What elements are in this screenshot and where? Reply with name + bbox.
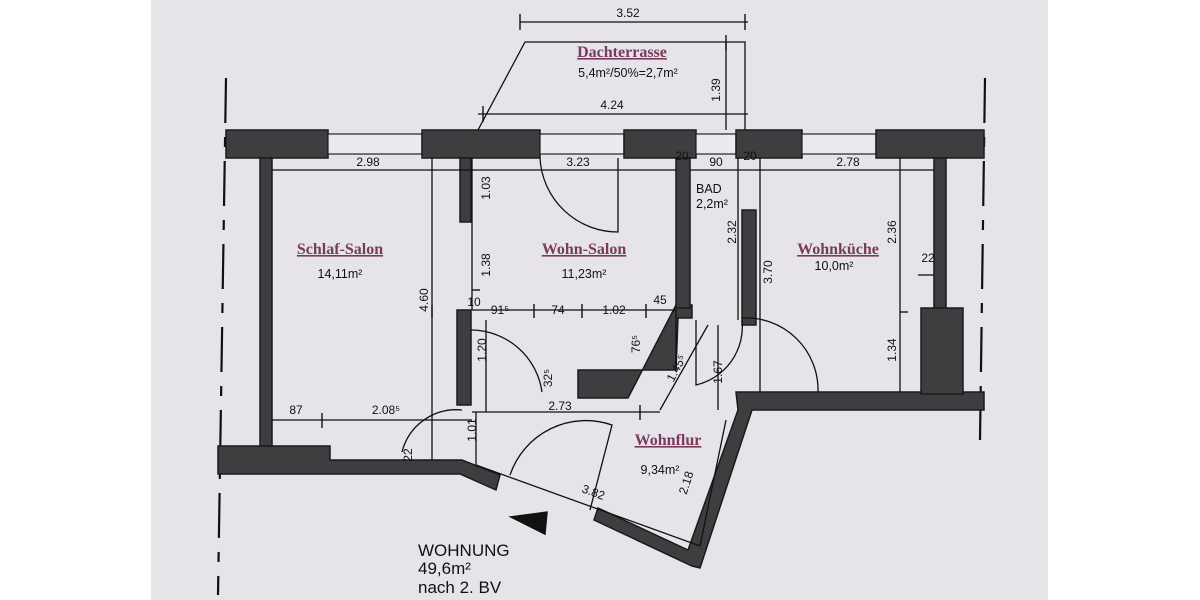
dim-167: 1.67 (711, 360, 725, 384)
wall-bad-left (675, 157, 691, 309)
door-wohn-terrace (539, 157, 619, 233)
dim-382: 3.82 (580, 482, 607, 503)
dim-103: 1.03 (479, 176, 493, 200)
wall-wohn-lower-stub (456, 309, 472, 406)
window-wohn (539, 133, 625, 155)
door-entrance (509, 419, 613, 511)
dim-218: 2.18 (676, 469, 697, 496)
wall-bad-right (741, 209, 757, 326)
room-label-wohnkueche: Wohnküche (797, 241, 879, 258)
dim-2085: 2.08⁵ (372, 403, 400, 417)
dim-298: 2.98 (356, 155, 380, 169)
wall-top-right (875, 129, 985, 159)
door-bad (695, 319, 744, 386)
room-label-schlaf-salon: Schlaf-Salon (297, 241, 383, 258)
dim-10: 10 (467, 295, 481, 309)
room-label-wohnflur: Wohnflur (635, 432, 702, 449)
dim-138: 1.38 (479, 253, 493, 277)
room-area-bad: 2,2m² (696, 197, 728, 211)
dim-236: 2.36 (885, 220, 899, 244)
floor-plan-sheet (151, 0, 1048, 600)
wall-bottom-left (217, 445, 501, 492)
dim-460: 4.60 (417, 288, 431, 312)
dim-120: 1.20 (475, 338, 489, 362)
dim-22b: 22 (401, 448, 415, 462)
dim-45: 45 (653, 293, 667, 307)
dim-278: 2.78 (836, 155, 860, 169)
dim-273: 2.73 (548, 399, 572, 413)
dim-22: 22 (921, 251, 935, 265)
left-boundary-line (216, 77, 228, 596)
room-label-dachterrasse: Dachterrasse (577, 44, 667, 61)
room-area-wohnflur: 9,34m² (641, 463, 680, 477)
dim-101: 1.01 (465, 418, 479, 442)
dim-line-382 (475, 464, 701, 547)
summary-area: 49,6m² (418, 559, 471, 578)
wall-wohn-angled (577, 304, 693, 399)
dim-87: 87 (289, 403, 303, 417)
room-area-dachterrasse: 5,4m²/50%=2,7m² (578, 66, 678, 80)
dim-323: 3.23 (566, 155, 590, 169)
entrance-arrow-icon (508, 511, 548, 536)
wall-top-left (225, 129, 329, 159)
door-kueche (741, 317, 819, 393)
dim-139: 1.39 (709, 78, 723, 102)
dim-915: 91⁵ (491, 303, 509, 317)
room-label-wohn-salon: Wohn-Salon (542, 241, 627, 258)
dim-352: 3.52 (616, 6, 640, 20)
dim-102: 1.02 (602, 303, 626, 317)
dim-232: 2.32 (725, 220, 739, 244)
wall-top-mid (421, 129, 541, 159)
dimension-ticks (321, 14, 908, 428)
dim-370: 3.70 (761, 260, 775, 284)
wall-top-mid3 (735, 129, 803, 159)
window-bad (695, 133, 737, 155)
dim-134: 1.34 (885, 338, 899, 362)
door-wohn-salon (470, 329, 543, 393)
room-area-wohn-salon: 11,23m² (562, 267, 607, 281)
summary-note: nach 2. BV (418, 578, 502, 597)
dim-424: 4.24 (600, 98, 624, 112)
summary-title: WOHNUNG (418, 541, 510, 560)
wall-wohn-stub (459, 157, 472, 223)
wall-left-inner (259, 157, 273, 447)
wall-kueche-right (933, 157, 947, 309)
terrace-outline (477, 41, 746, 131)
wall-flur-right (593, 391, 985, 569)
window-schlaf (327, 133, 423, 155)
dim-line-218 (699, 419, 727, 547)
dim-20b: 20 (743, 149, 757, 163)
dim-line-1455 (659, 324, 709, 411)
dim-20a: 20 (675, 149, 689, 163)
room-area-schlaf-salon: 14,11m² (318, 267, 363, 281)
dim-74: 74 (551, 303, 565, 317)
room-label-bad: BAD (696, 182, 722, 196)
window-kueche (801, 133, 877, 155)
dim-90: 90 (709, 155, 723, 169)
dim-325: 32⁵ (541, 369, 555, 387)
dim-765: 76⁵ (629, 335, 643, 353)
room-area-wohnkueche: 10,0m² (815, 259, 854, 273)
chimney (920, 307, 964, 395)
